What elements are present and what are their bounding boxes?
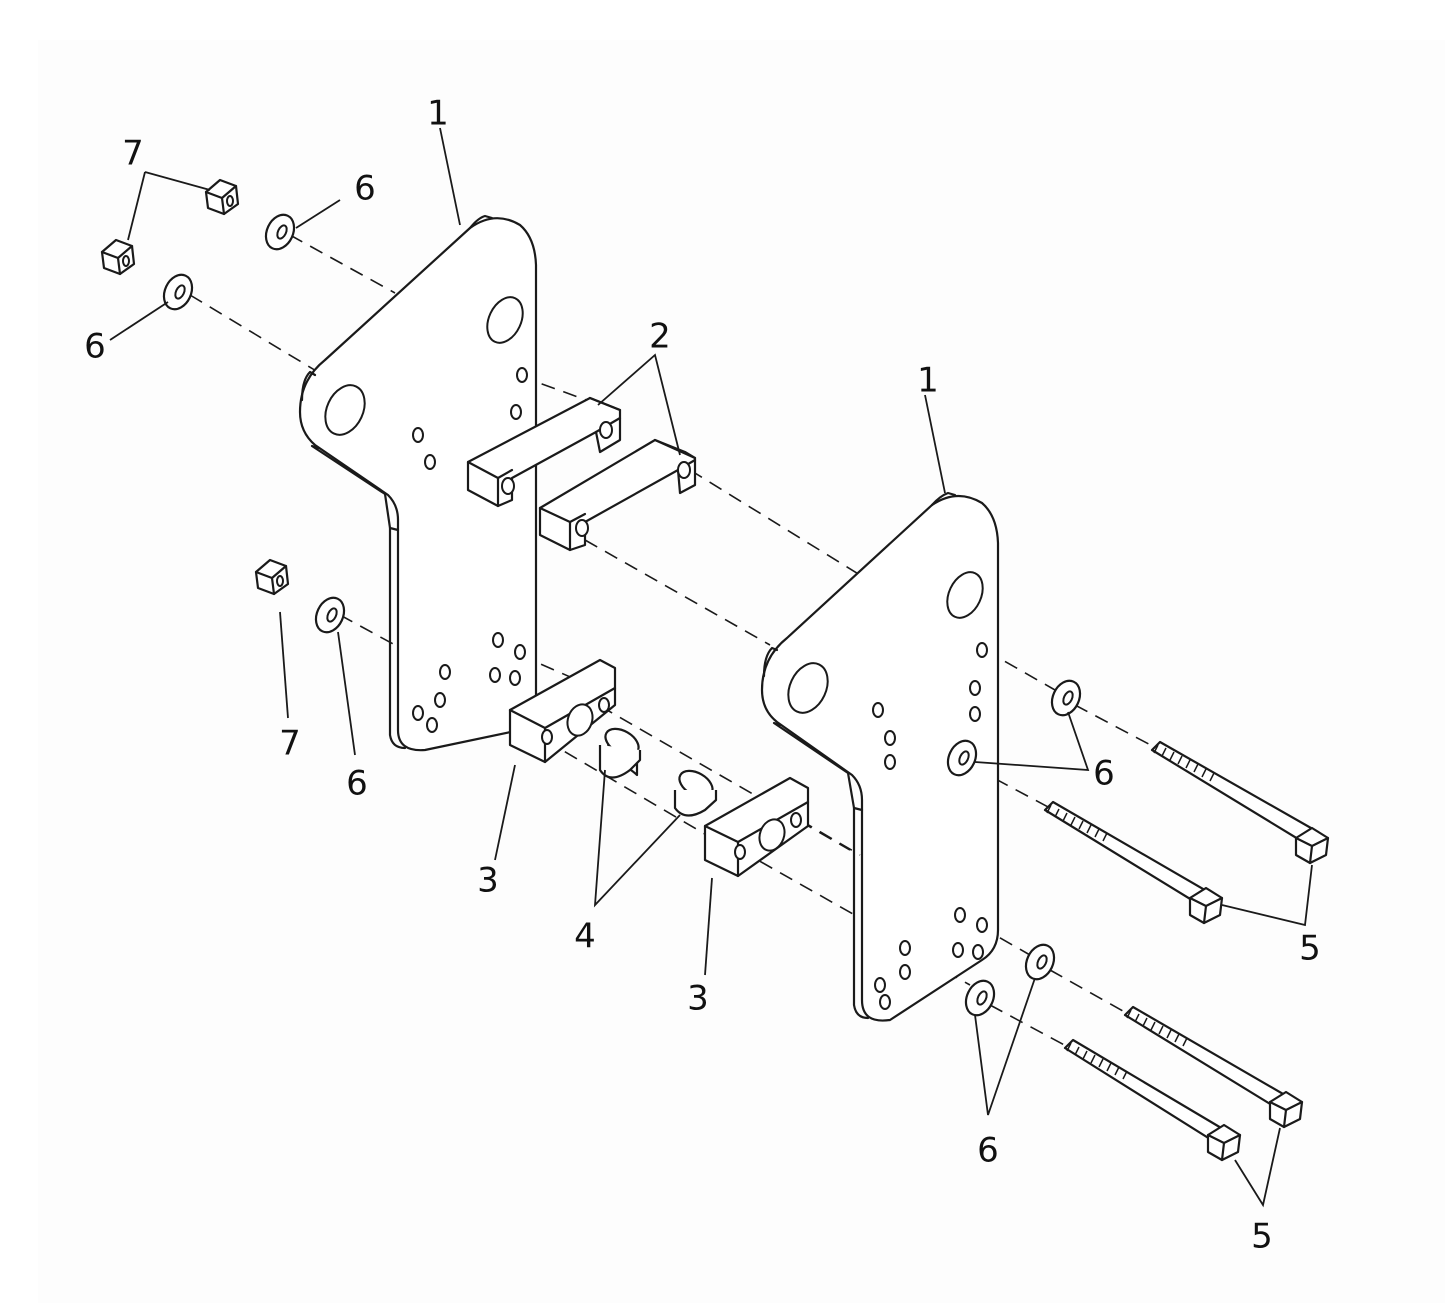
bolt-lower-2 bbox=[1063, 1038, 1242, 1162]
callout-6: 6 bbox=[354, 169, 376, 209]
callout-7: 7 bbox=[279, 724, 301, 764]
washer bbox=[1024, 943, 1056, 981]
callout-7: 7 bbox=[122, 134, 144, 174]
bolt-lower-1 bbox=[1123, 1005, 1304, 1129]
bolt-upper-2 bbox=[1043, 800, 1224, 925]
washer bbox=[314, 596, 346, 634]
washer bbox=[1050, 679, 1082, 717]
pivot-hole bbox=[486, 296, 524, 344]
spacer-bracket-upper bbox=[466, 396, 622, 508]
pin-right bbox=[673, 769, 718, 817]
callout-6: 6 bbox=[977, 1131, 999, 1171]
hex-nut bbox=[100, 238, 136, 276]
pin-left bbox=[598, 727, 642, 779]
spacer-block-left bbox=[508, 658, 617, 764]
hex-nut bbox=[204, 178, 240, 216]
spacer-bracket-lower bbox=[538, 438, 697, 552]
spacer-block-right bbox=[703, 776, 810, 878]
washer bbox=[264, 213, 296, 251]
leader-lines bbox=[109, 127, 1313, 1208]
washer bbox=[946, 739, 978, 777]
callout-3: 3 bbox=[477, 861, 499, 901]
callouts: 1 1 2 3 3 4 5 5 6 6 6 6 6 7 7 bbox=[84, 94, 1321, 1257]
callout-6: 6 bbox=[84, 327, 106, 367]
callout-5: 5 bbox=[1299, 929, 1321, 969]
callout-5: 5 bbox=[1251, 1217, 1273, 1257]
callout-3: 3 bbox=[687, 979, 709, 1019]
callout-1: 1 bbox=[917, 361, 939, 401]
drawing-sheet bbox=[38, 40, 1445, 1303]
callout-6: 6 bbox=[1093, 754, 1115, 794]
pivot-hole bbox=[946, 571, 984, 619]
washer bbox=[162, 273, 194, 311]
hex-nut bbox=[254, 558, 290, 596]
pivot-hole bbox=[787, 662, 829, 714]
bolt-upper-1 bbox=[1150, 740, 1330, 865]
pivot-hole bbox=[324, 384, 366, 436]
callout-4: 4 bbox=[574, 917, 596, 957]
washer bbox=[964, 979, 996, 1017]
mounting-plate-right bbox=[760, 491, 1000, 1022]
callout-6: 6 bbox=[346, 764, 368, 804]
callout-2: 2 bbox=[649, 317, 671, 357]
mounting-plate-left bbox=[298, 214, 538, 752]
callout-1: 1 bbox=[427, 94, 449, 134]
